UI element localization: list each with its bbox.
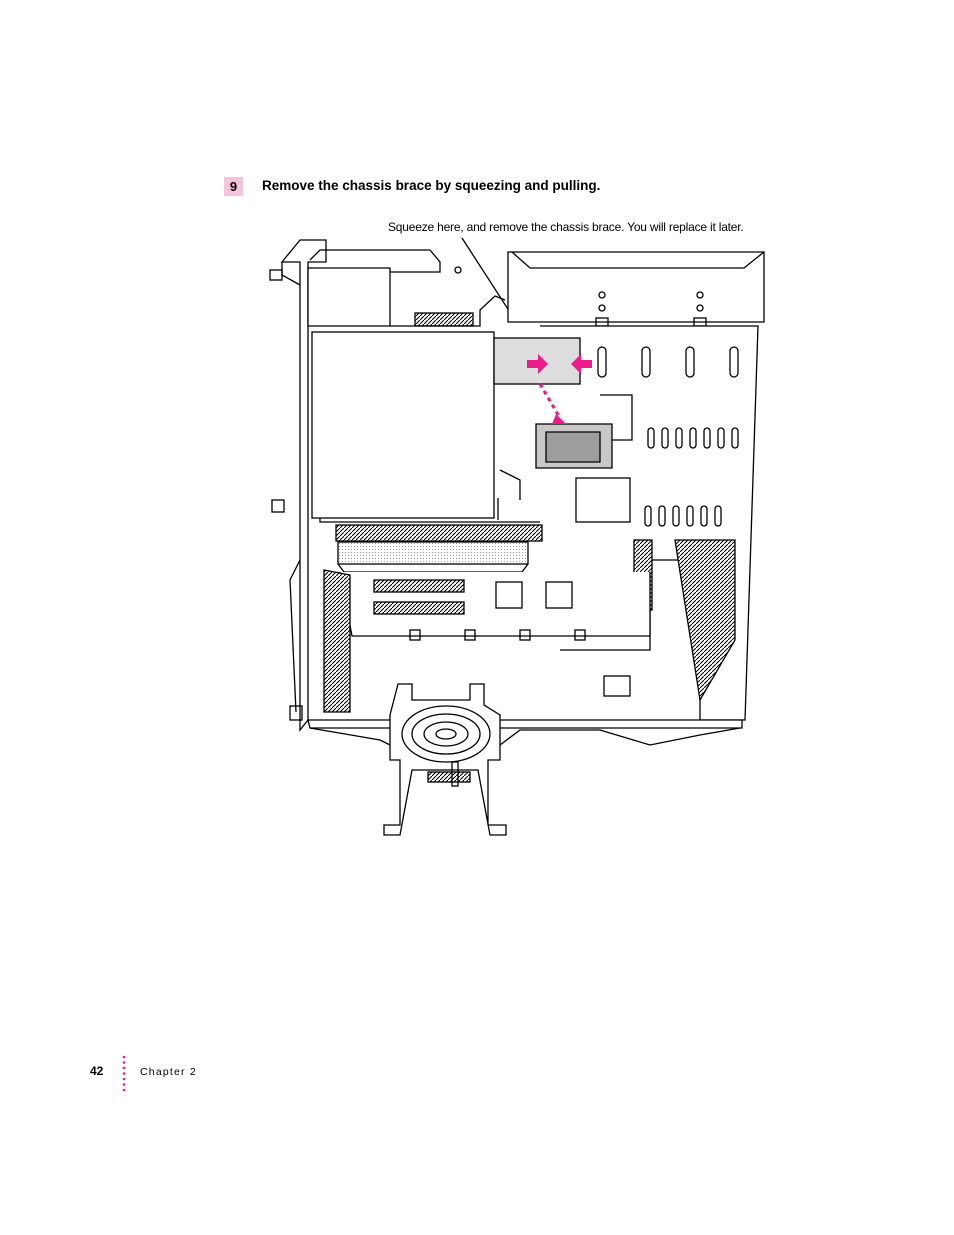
small-connector [603, 675, 631, 697]
optical-drive [507, 251, 765, 323]
connector [414, 312, 474, 327]
drive-cage [311, 331, 495, 519]
callout-leader-line [461, 237, 516, 321]
back-panel [540, 325, 759, 721]
chip-1 [495, 581, 523, 609]
chassis-floor [307, 719, 743, 729]
port-slots-low [644, 505, 722, 527]
left-screw-mid [271, 499, 285, 513]
port-slots-mid [647, 427, 739, 449]
chip-2 [545, 581, 573, 609]
pci-card [337, 541, 529, 565]
pull-direction-dashes [538, 383, 562, 419]
step-number-badge: 9 [224, 177, 243, 196]
pci-card-top [335, 524, 543, 542]
page-number: 42 [90, 1064, 104, 1078]
pull-arrowhead [552, 414, 566, 424]
squeeze-arrow-left [571, 354, 592, 374]
port-block [575, 477, 631, 523]
figure-callout: Squeeze here, and remove the chassis bra… [388, 220, 744, 234]
chapter-label: Chapter 2 [140, 1066, 197, 1078]
squeeze-arrows [527, 354, 592, 374]
squeeze-arrow-right [527, 354, 548, 374]
dotted-rule [122, 1055, 126, 1092]
top-bay [307, 267, 391, 327]
pci-slot-1 [373, 579, 465, 593]
step-instruction: Remove the chassis brace by squeezing an… [262, 178, 601, 193]
port-slots-top [597, 346, 739, 378]
computer-chassis-illustration [269, 237, 765, 836]
left-frame [280, 239, 327, 732]
left-screw-top [269, 269, 283, 281]
fan-assembly [383, 683, 507, 836]
pci-slot-2 [373, 601, 465, 615]
